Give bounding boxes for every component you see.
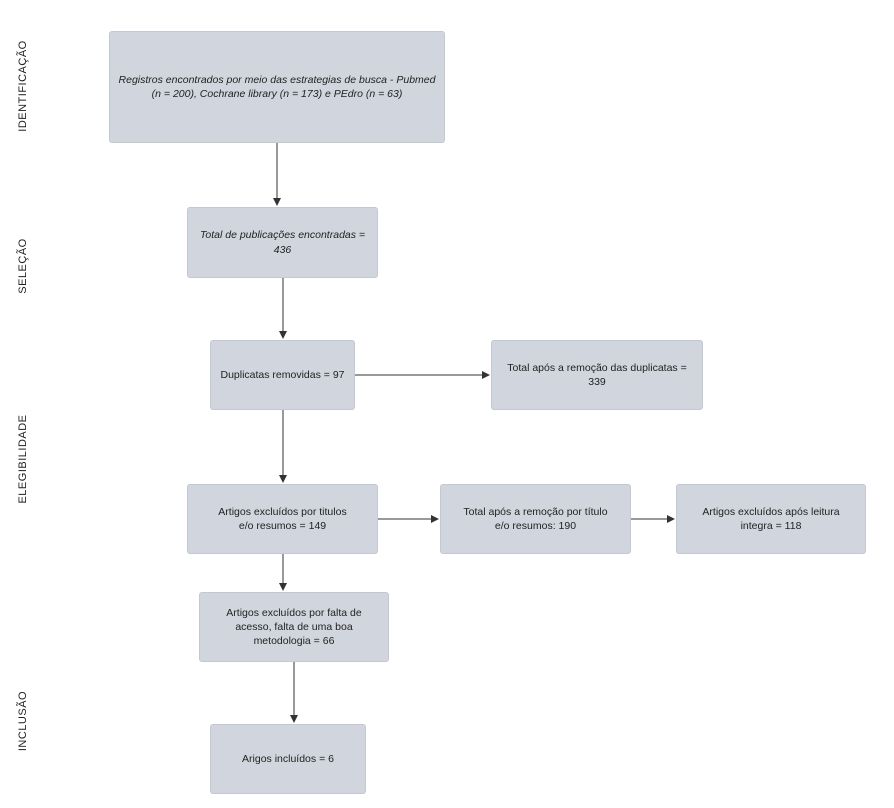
box-excluidos-leitura: Artigos excluídos após leitura integra =… [676,484,866,554]
box-total-apos-titulo: Total após a remoção por título e/o resu… [440,484,631,554]
box-total-apos-duplicatas: Total após a remoção das duplicatas = 33… [491,340,703,410]
box-incluidos: Arigos incluídos = 6 [210,724,366,794]
box-duplicatas-removidas: Duplicatas removidas = 97 [210,340,355,410]
box-excluidos-acesso: Artigos excluídos por falta de acesso, f… [199,592,389,662]
box-registros: Registros encontrados por meio das estra… [109,31,445,143]
box-total-publicacoes: Total de publicações encontradas = 436 [187,207,378,278]
box-excluidos-titulos: Artigos excluídos por titulos e/o resumo… [187,484,378,554]
